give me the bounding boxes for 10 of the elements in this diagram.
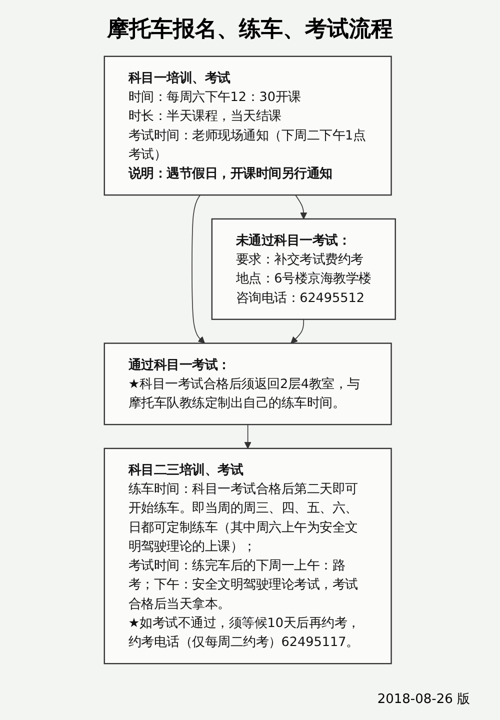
- arrow: [244, 424, 252, 449]
- arrow: [290, 318, 304, 344]
- arrow: [192, 194, 206, 344]
- title: 摩托车报名、练车、考试流程: [106, 16, 394, 44]
- node-box: 通过科目一考试： ★科目一考试合格后须返回2层4教室，与摩托车队教练定制出自己的练车时间。: [104, 342, 392, 426]
- node-box: 未通过科目一考试： 要求：补交考试费约考 地点：6号楼京海教学楼 咨询电话：62495512: [211, 218, 396, 320]
- node-box: 科目一培训、考试 时间：每周六下午12：30开课 时长：半天课程，当天结课 考试时间：老师现场通知（下周二下午1点考试） 说明：遇节假日，开课时间另行通知: [104, 56, 392, 196]
- version-note: 2018-08-26 版: [377, 692, 470, 707]
- node-box: 科目二三培训、考试 练车时间：科目一考试合格后第二天即可开始练车。即当周的周三、四、五、六、日都可定制练车（其中周六上午为安全文明驾驶理论的上课）； 考试时间：练完车后的下周一上午：路考；下午：安全文明驾驶理论考试，考试合格后当天拿本。 ★如考试不通过，须等候10天后再约考，约考电话（仅每周二约考）62495117。: [104, 448, 392, 664]
- arrow: [295, 194, 308, 220]
